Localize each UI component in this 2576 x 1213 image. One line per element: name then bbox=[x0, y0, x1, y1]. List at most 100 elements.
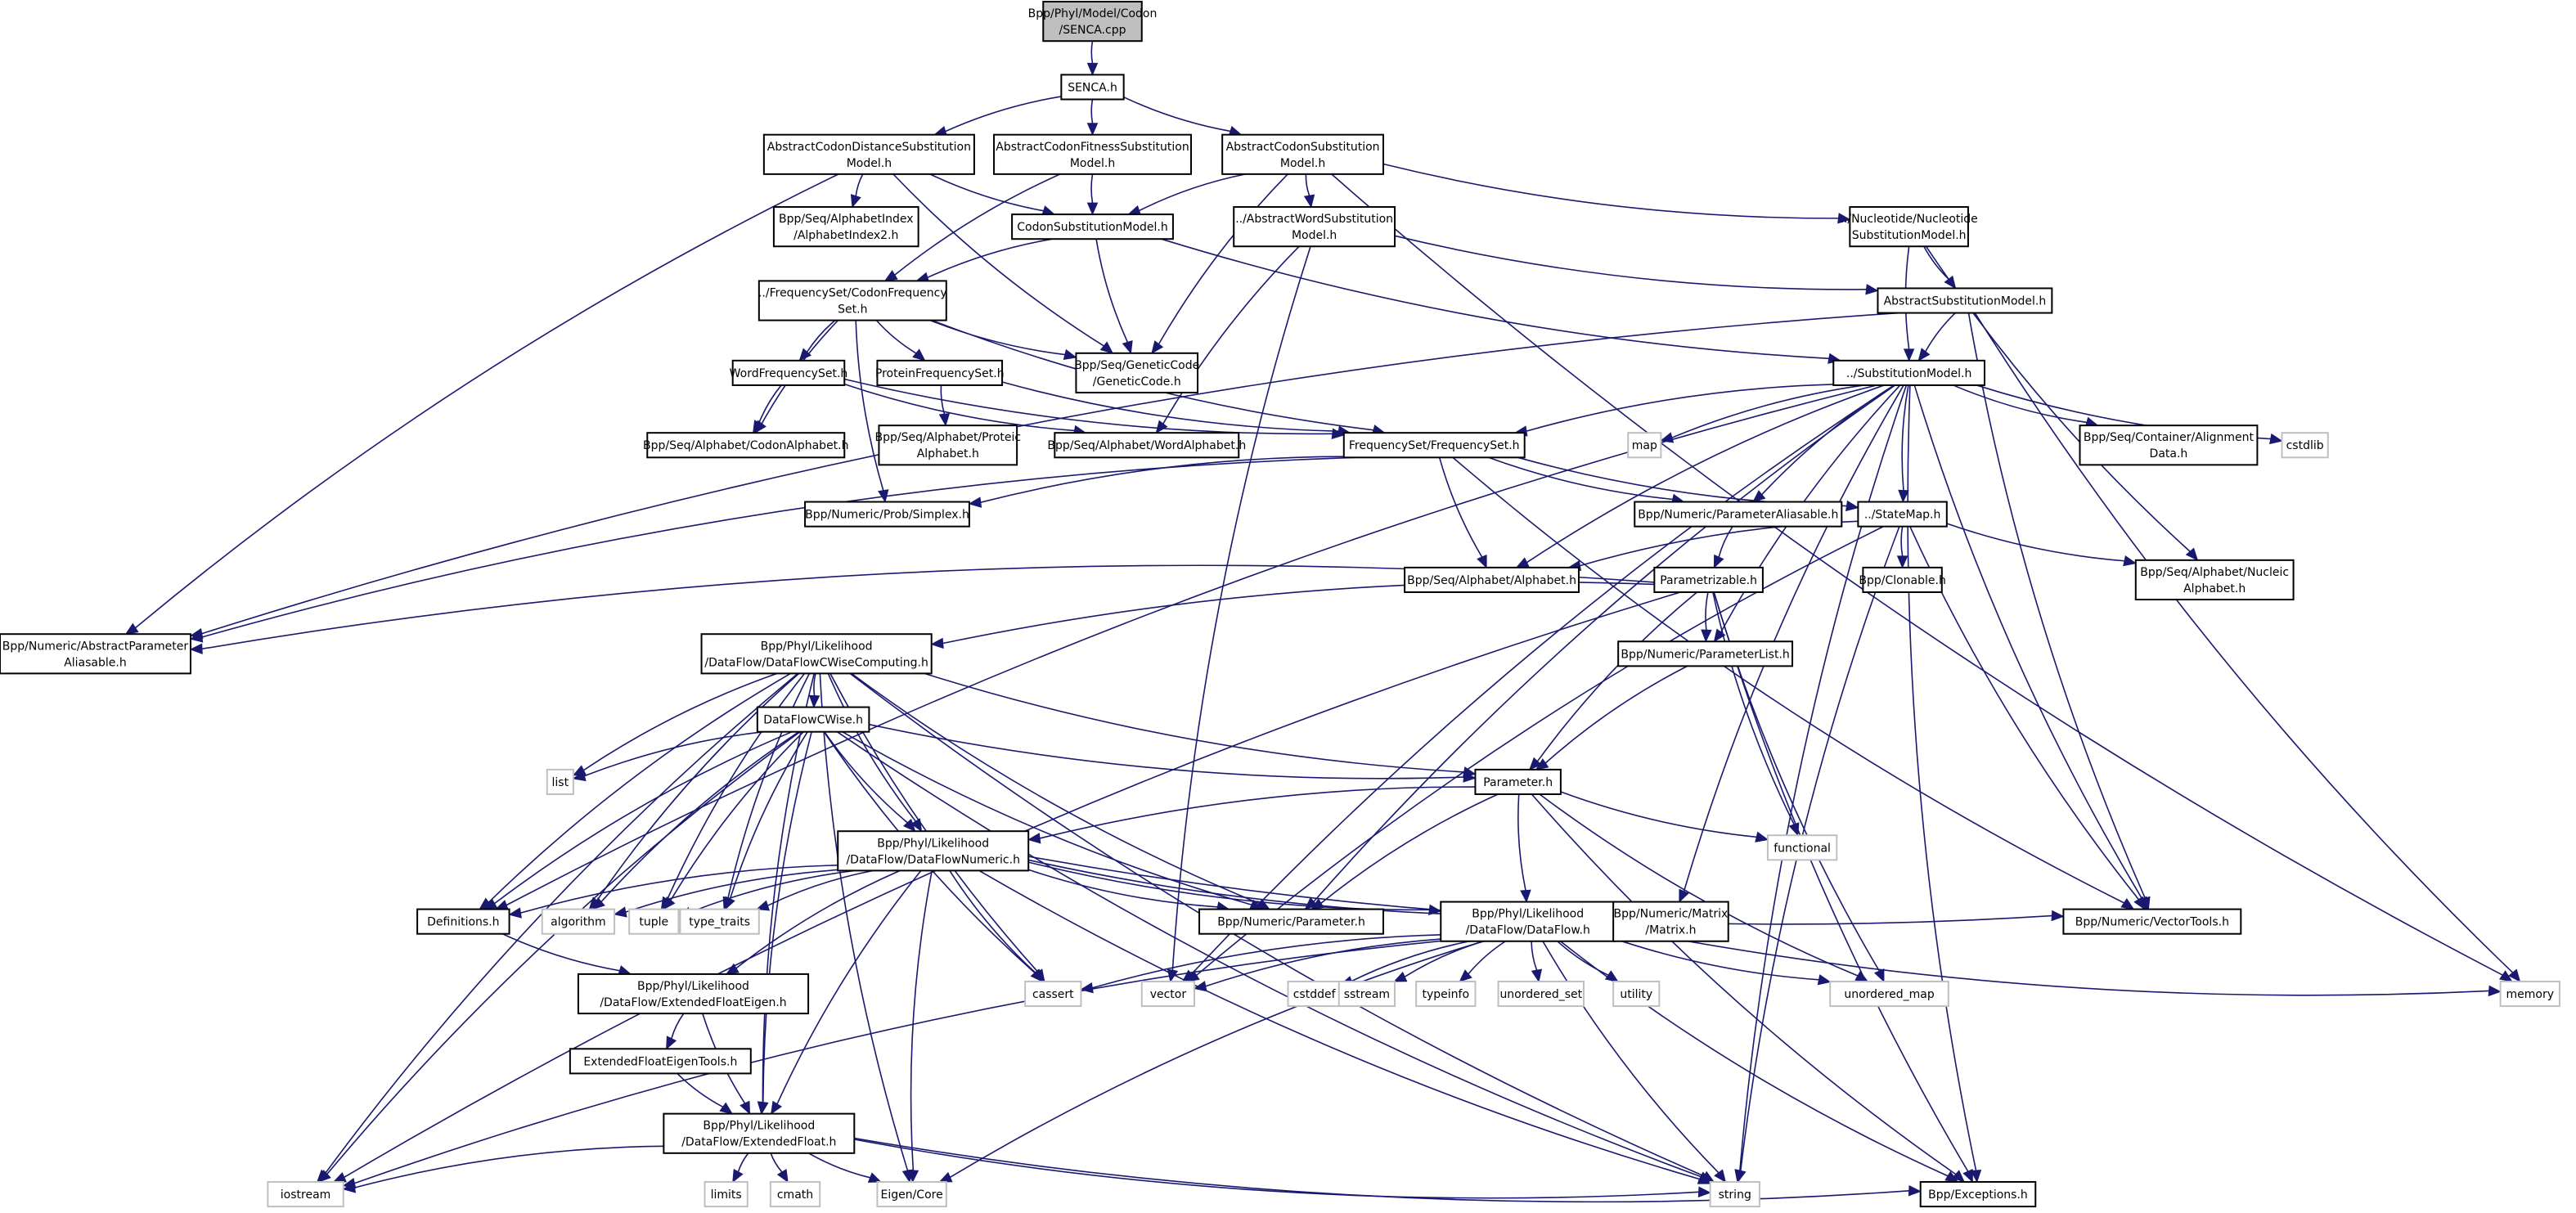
node-box bbox=[569, 1048, 752, 1075]
node-dfnum[interactable]: Bpp/Phyl/Likelihood/DataFlow/DataFlowNum… bbox=[837, 830, 1030, 872]
node-fs[interactable]: FrequencySet/FrequencySet.h bbox=[1342, 432, 1526, 459]
node-definitions[interactable]: Definitions.h bbox=[416, 908, 510, 935]
node-label: SENCA.h bbox=[1068, 81, 1117, 94]
node-box bbox=[2499, 980, 2560, 1008]
node-statemap[interactable]: ../StateMap.h bbox=[1857, 501, 1948, 528]
node-nsm[interactable]: ../Nucleotide/NucleotideSubstitutionMode… bbox=[1840, 206, 1978, 248]
edge-line bbox=[689, 869, 856, 914]
node-numparam[interactable]: Bpp/Numeric/Parameter.h bbox=[1198, 908, 1384, 935]
edge-line bbox=[1468, 941, 1506, 975]
node-box bbox=[679, 908, 760, 935]
edge-dataflow-to-unordered_map bbox=[1614, 938, 1832, 986]
edge-ef-to-cmath bbox=[770, 1152, 789, 1184]
node-label: ProteinFrequencySet.h bbox=[875, 367, 1005, 380]
node-label: Parametrizable.h bbox=[1660, 574, 1757, 587]
node-dfcw[interactable]: DataFlowCWise.h bbox=[756, 706, 870, 733]
node-clonable[interactable]: Bpp/Clonable.h bbox=[1859, 566, 1946, 593]
edge-line bbox=[855, 173, 864, 196]
arrowhead-icon bbox=[776, 1169, 789, 1184]
node-wfs[interactable]: WordFrequencySet.h bbox=[730, 359, 848, 386]
edge-line bbox=[326, 731, 801, 1175]
node-box bbox=[1709, 1180, 1760, 1208]
node-parameter[interactable]: Parameter.h bbox=[1474, 768, 1562, 796]
node-efet[interactable]: ExtendedFloatEigenTools.h bbox=[569, 1048, 752, 1075]
node-wordalph[interactable]: Bpp/Seq/Alphabet/WordAlphabet.h bbox=[1047, 432, 1246, 459]
edge-line bbox=[1382, 163, 1839, 219]
edge-senca_h-to-acsm bbox=[1123, 96, 1243, 137]
node-dfcwc[interactable]: Bpp/Phyl/Likelihood/DataFlow/DataFlowCWi… bbox=[700, 633, 933, 675]
edge-line bbox=[910, 870, 933, 1171]
edge-line bbox=[201, 312, 1900, 635]
node-matrix[interactable]: Bpp/Numeric/Matrix/Matrix.h bbox=[1612, 901, 1729, 942]
edge-line bbox=[1559, 941, 1949, 1177]
edge-line bbox=[1526, 384, 1885, 564]
arrowhead-icon bbox=[758, 1101, 769, 1115]
node-dataflow[interactable]: Bpp/Phyl/Likelihood/DataFlow/DataFlow.h bbox=[1440, 901, 1616, 942]
edge-sm-to-alphabet bbox=[1515, 384, 1885, 568]
arrowhead-icon bbox=[1751, 490, 1766, 503]
node-label: Model.h bbox=[1280, 157, 1325, 170]
edge-dfcw-to-algorithm bbox=[591, 731, 800, 910]
node-box bbox=[704, 1180, 749, 1208]
edge-ef-to-exceptions bbox=[854, 1137, 1922, 1203]
edge-statemap-to-nucalph bbox=[1946, 523, 2138, 567]
edge-parameter-to-dataflow bbox=[1517, 793, 1531, 903]
node-cassert: cassert bbox=[1024, 980, 1082, 1008]
node-sm[interactable]: ../SubstitutionModel.h bbox=[1832, 359, 1986, 386]
node-label: typeinfo bbox=[1423, 988, 1470, 1001]
node-box bbox=[1415, 980, 1477, 1008]
arrowhead-icon bbox=[1086, 62, 1099, 76]
node-gc[interactable]: Bpp/Seq/GeneticCode/GeneticCode.h bbox=[1074, 352, 1199, 393]
arrowhead-icon bbox=[1520, 889, 1531, 903]
node-ef[interactable]: Bpp/Phyl/Likelihood/DataFlow/ExtendedFlo… bbox=[663, 1112, 856, 1154]
node-box bbox=[1832, 359, 1986, 386]
node-simplex[interactable]: Bpp/Numeric/Prob/Simplex.h bbox=[804, 501, 970, 528]
edge-wfs-to-codonalph bbox=[753, 384, 782, 434]
node-parametrizable[interactable]: Parametrizable.h bbox=[1653, 566, 1764, 593]
node-label: ../AbstractWordSubstitution bbox=[1235, 213, 1393, 226]
edge-dfcw-to-ef bbox=[758, 731, 812, 1115]
node-alphabet[interactable]: Bpp/Seq/Alphabet/Alphabet.h bbox=[1404, 566, 1580, 593]
edge-dfnum-to-cassert bbox=[949, 869, 1044, 982]
node-pfs[interactable]: ProteinFrequencySet.h bbox=[875, 359, 1005, 386]
node-label: Bpp/Numeric/Parameter.h bbox=[1217, 916, 1365, 929]
arrowhead-icon bbox=[1515, 557, 1530, 568]
node-cmath: cmath bbox=[769, 1180, 821, 1208]
node-string: string bbox=[1709, 1180, 1760, 1208]
arrowhead-icon bbox=[912, 348, 926, 362]
node-senca-cpp[interactable]: Bpp/Phyl/Model/Codon/SENCA.cpp bbox=[1028, 1, 1158, 43]
node-box bbox=[1140, 980, 1196, 1008]
node-efe[interactable]: Bpp/Phyl/Likelihood/DataFlow/ExtendedFlo… bbox=[577, 973, 810, 1015]
node-codonalph[interactable]: Bpp/Seq/Alphabet/CodonAlphabet.h bbox=[643, 432, 849, 459]
node-box bbox=[546, 768, 574, 796]
arrowhead-icon bbox=[1063, 348, 1077, 360]
node-paraliasable[interactable]: Bpp/Numeric/ParameterAliasable.h bbox=[1634, 501, 1843, 528]
arrowhead-icon bbox=[1477, 554, 1487, 569]
node-senca-h[interactable]: SENCA.h bbox=[1060, 74, 1125, 101]
node-box bbox=[1011, 213, 1174, 240]
node-vectortools[interactable]: Bpp/Numeric/VectorTools.h bbox=[2062, 908, 2242, 935]
node-label: /AlphabetIndex2.h bbox=[793, 229, 898, 242]
node-box bbox=[1198, 908, 1384, 935]
node-paramlist[interactable]: Bpp/Numeric/ParameterList.h bbox=[1617, 640, 1794, 667]
node-alphidx[interactable]: Bpp/Seq/AlphabetIndex/AlphabetIndex2.h bbox=[772, 206, 919, 248]
edge-fs-to-simplex bbox=[968, 456, 1344, 508]
node-exceptions[interactable]: Bpp/Exceptions.h bbox=[1919, 1180, 2037, 1208]
node-csm[interactable]: CodonSubstitutionModel.h bbox=[1011, 213, 1174, 240]
edge-line bbox=[824, 731, 908, 824]
arrowhead-icon bbox=[2120, 897, 2135, 910]
edge-line bbox=[844, 378, 1333, 435]
edge-line bbox=[201, 456, 1355, 638]
node-asm[interactable]: AbstractSubstitutionModel.h bbox=[1877, 287, 2053, 314]
node-label: Bpp/Numeric/Prob/Simplex.h bbox=[805, 509, 969, 522]
edge-line bbox=[1095, 239, 1129, 343]
